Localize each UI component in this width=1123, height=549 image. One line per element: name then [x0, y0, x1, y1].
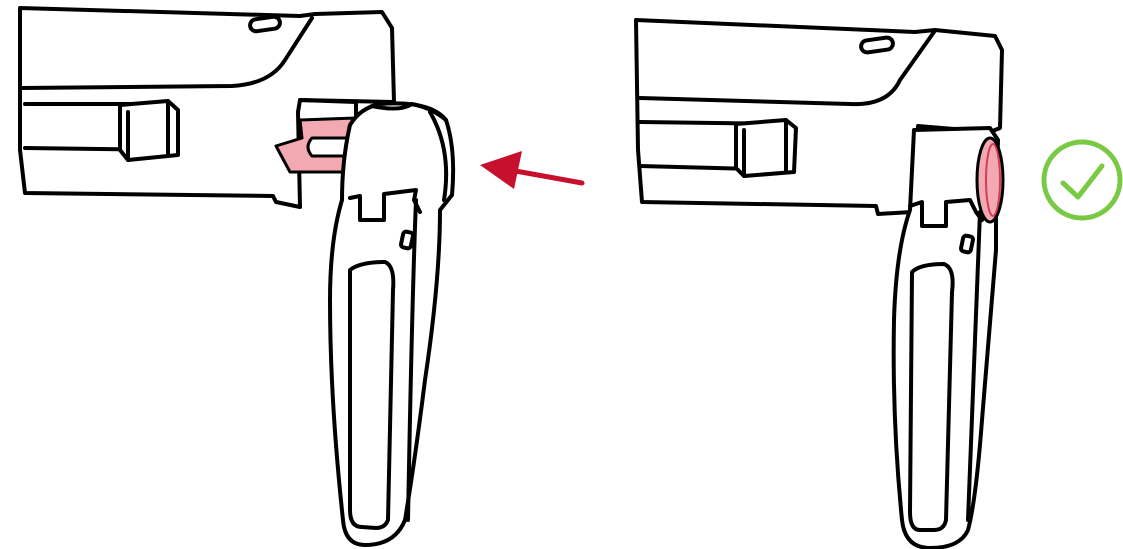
panel-right-locked	[634, 18, 1005, 549]
grip-side-edge-right	[966, 210, 982, 522]
stock-top-channel-left	[20, 16, 314, 90]
hinge-pin-right	[959, 233, 975, 255]
grip-inner-panel-left	[348, 260, 396, 530]
hinge-notch-right	[908, 198, 984, 228]
panel-left-unlocked	[18, 6, 456, 547]
stock-body-left	[18, 6, 396, 209]
stock-top-channel-right	[638, 30, 936, 107]
rail-block-edge-left	[126, 99, 170, 162]
latch-tab-housing	[298, 98, 358, 120]
hinge-cap-highlight	[975, 136, 1005, 224]
grip-inner-panel-right	[908, 262, 955, 532]
hinge-barrel-left	[370, 102, 448, 122]
hinge-barrel-curve-left	[428, 110, 449, 202]
arrow-left-icon	[480, 151, 585, 189]
hinge-cap-rim	[985, 143, 1001, 217]
grip-side-edge-left	[406, 198, 418, 522]
checkmark-circle-icon	[1041, 139, 1123, 221]
latch-tab-slot	[306, 136, 350, 158]
rail-block-edge-right	[742, 118, 788, 178]
hinge-notch-left	[348, 188, 422, 222]
stock-top-slot-left	[248, 14, 282, 34]
hinge-pin-left	[399, 229, 415, 251]
stock-top-slot-right	[859, 35, 895, 55]
